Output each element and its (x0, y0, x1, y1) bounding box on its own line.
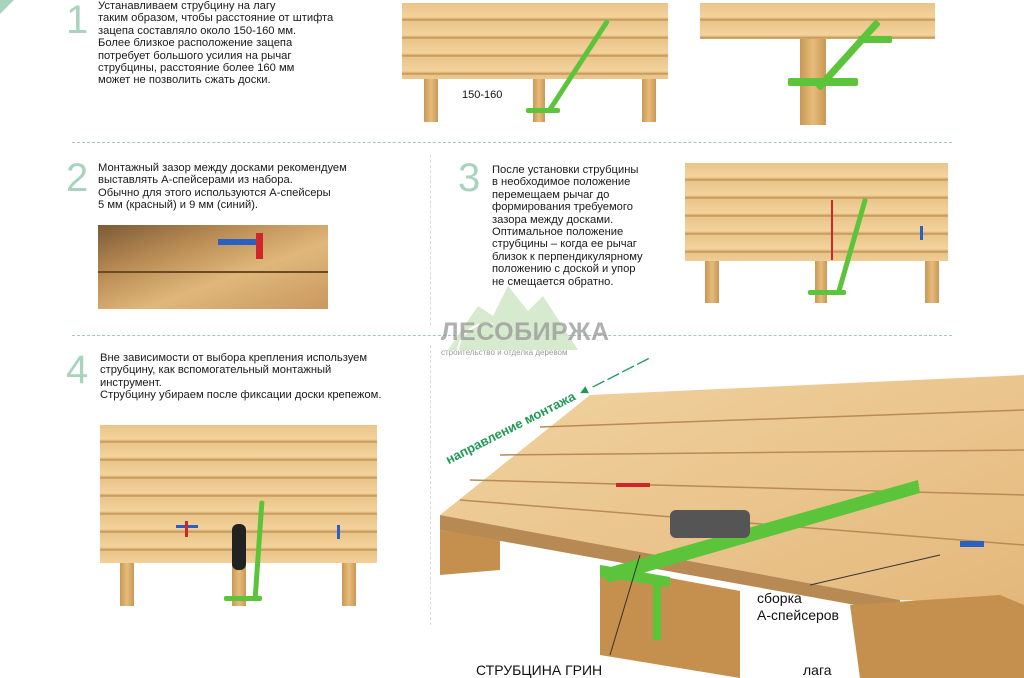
joist-label: лага (803, 662, 832, 678)
step-2-text: Монтажный зазор между досками рекомендуе… (98, 162, 347, 212)
clamp-label: СТРУБЦИНА ГРИН (476, 662, 603, 678)
step-2-photo (98, 225, 328, 309)
divider (72, 142, 952, 143)
divider (430, 345, 431, 625)
step-4-text: Вне зависимости от выбора крепления испо… (100, 352, 382, 402)
distance-label: 150-160 (462, 89, 503, 101)
step-1-number: 1 (66, 0, 89, 42)
step-4-number: 4 (66, 348, 89, 392)
main-illustration (440, 375, 1024, 678)
watermark-tagline: строительство и отделка деревом (441, 348, 568, 357)
step-1-text: Устанавливаем струбцину на лагу таким об… (98, 0, 334, 87)
step-3-number: 3 (458, 156, 481, 200)
corner-decoration (0, 0, 14, 14)
divider (430, 155, 431, 325)
watermark-logo-icon (448, 286, 578, 350)
step-2-number: 2 (66, 156, 89, 200)
spacers-label: сборка А-спейсеров (757, 590, 839, 623)
watermark-name: ЛЕСОБИРЖА (441, 318, 610, 346)
step-3-text: После установки струбцины в необходимое … (492, 164, 643, 288)
